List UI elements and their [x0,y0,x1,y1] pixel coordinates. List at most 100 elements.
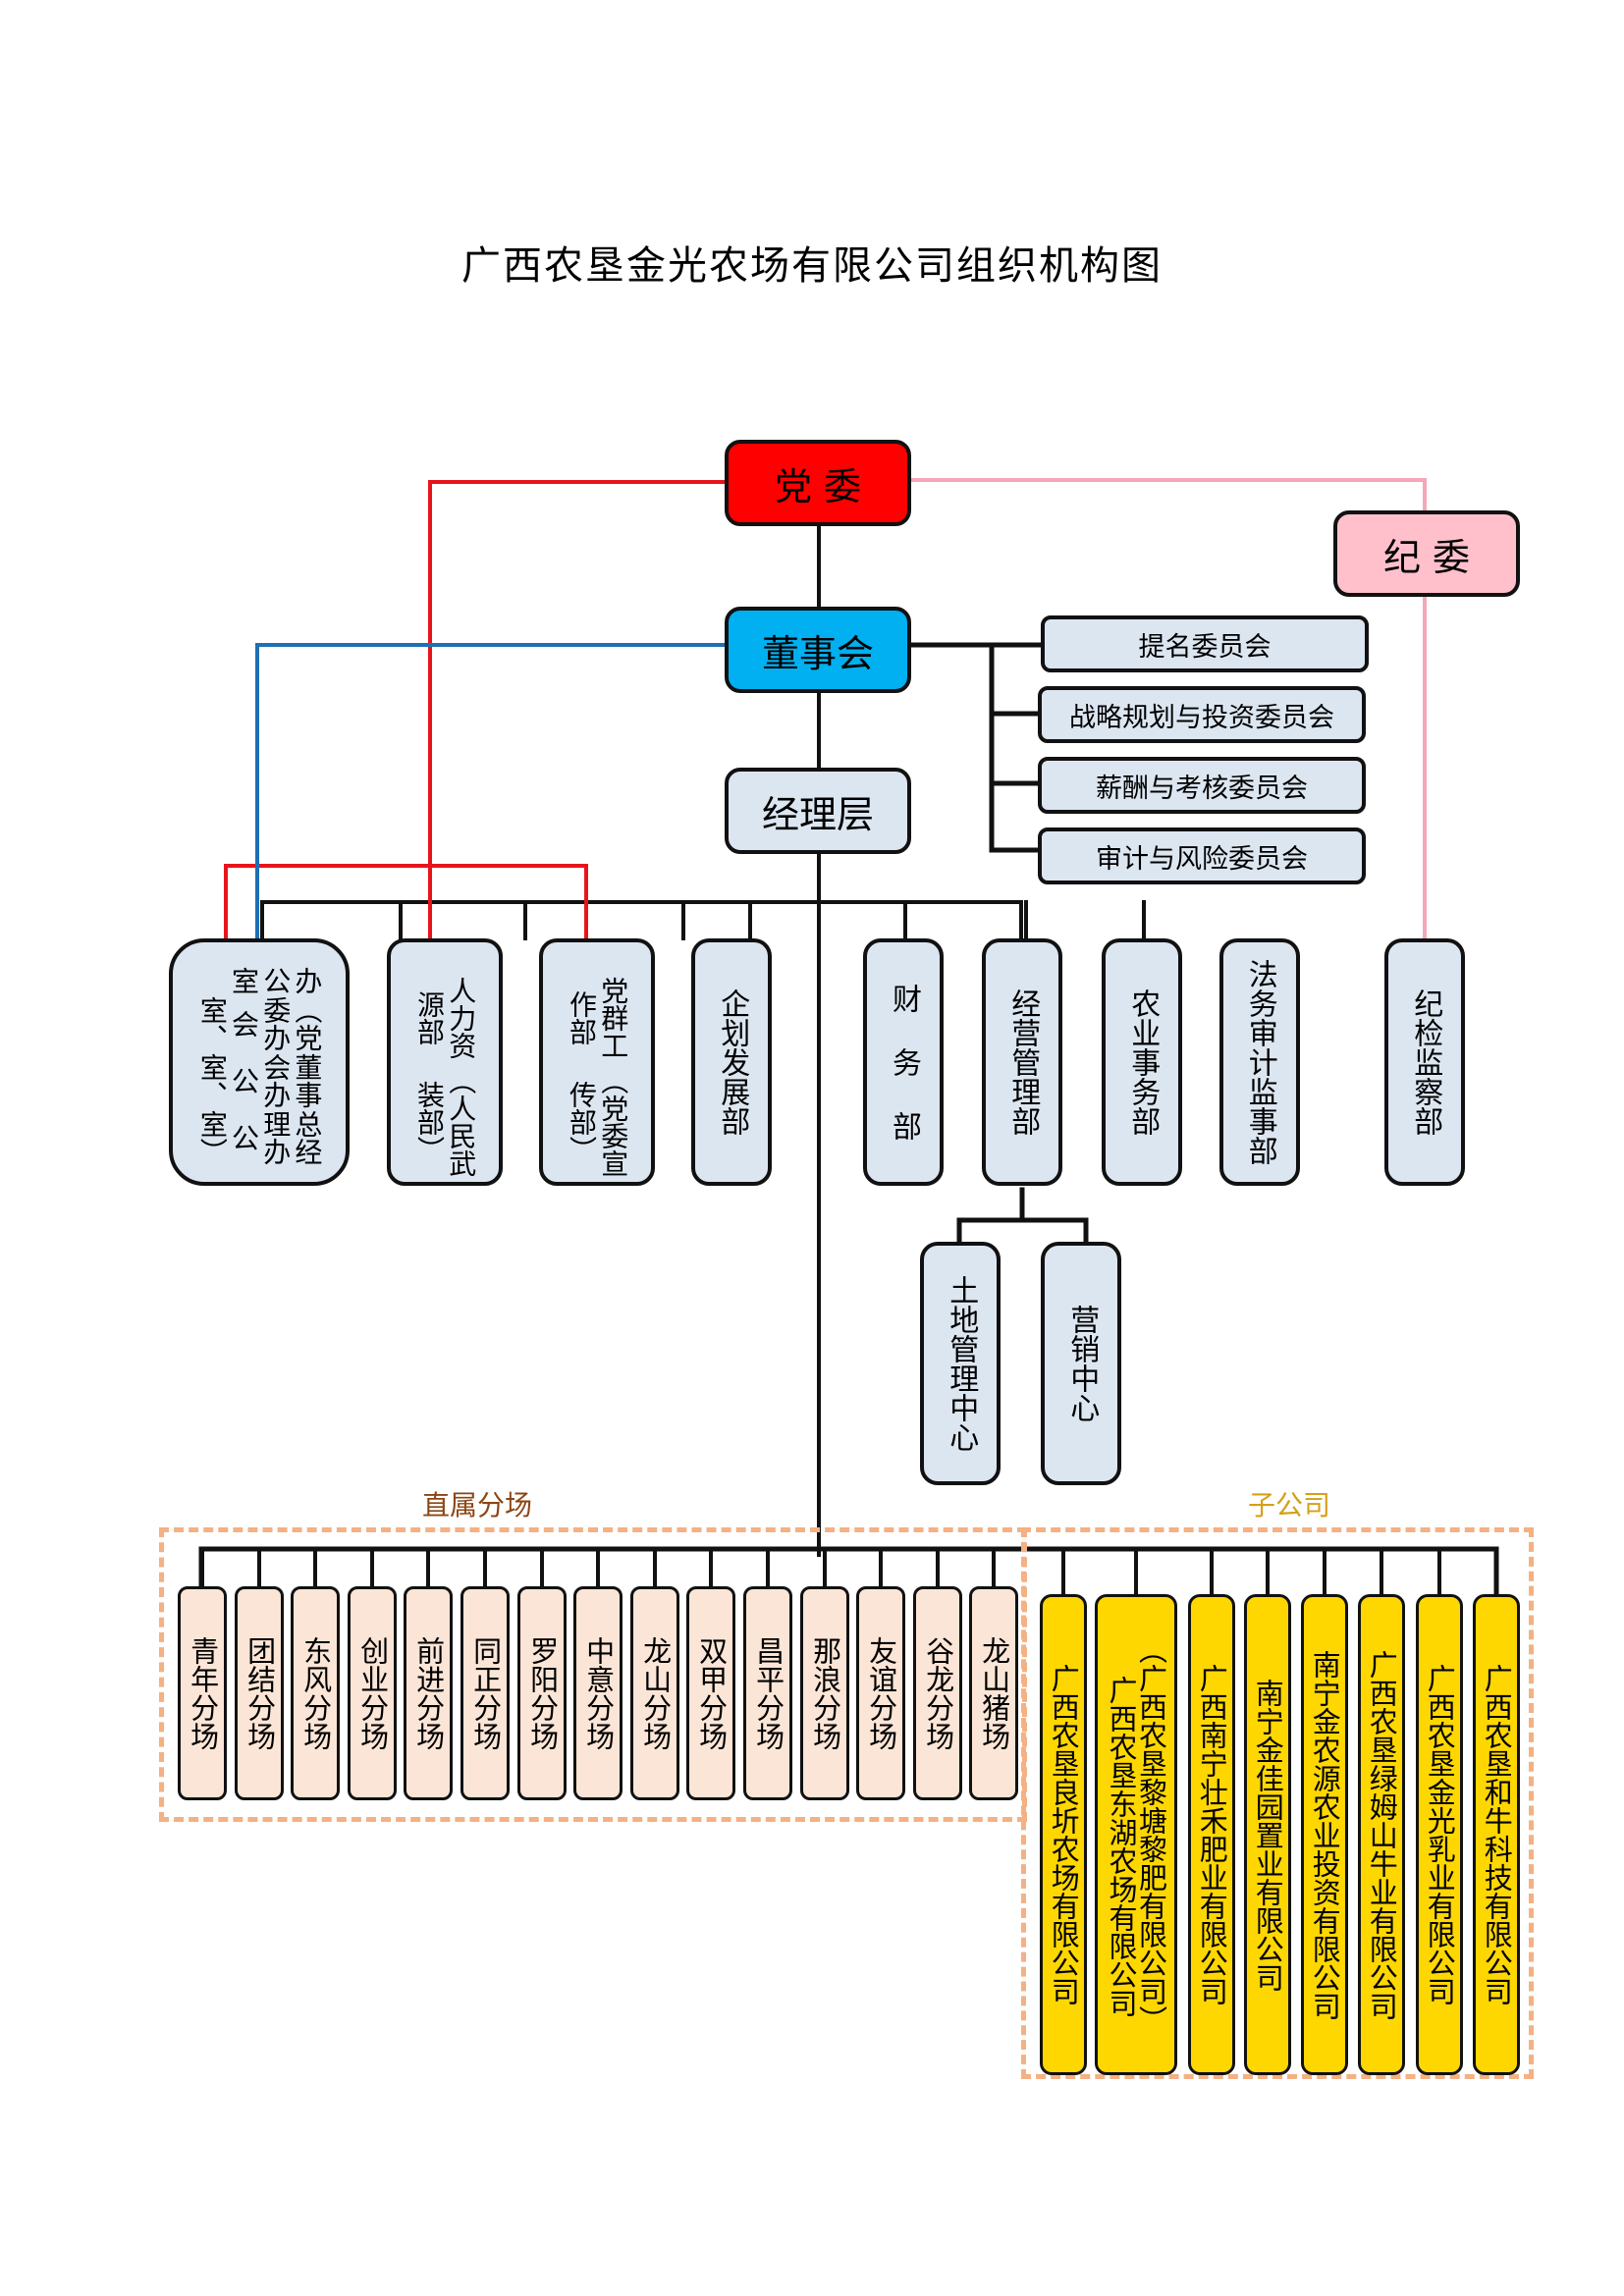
branch-farm-label: 昌平分场 [751,1636,785,1750]
subsidiary-label: 广西农垦良圻农场有限公司 [1047,1664,1081,2005]
management-box[interactable]: 经理层 [725,768,911,854]
branch-farm-label: 东风分场 [298,1636,333,1750]
dept-label: 财 务 部 [887,984,921,1141]
dept-planning[interactable]: 企划发展部 [691,938,772,1186]
branch-farm-label: 前进分场 [411,1636,446,1750]
management-label: 经理层 [761,792,874,836]
dept-line: 党群工作部 [566,977,630,1060]
subsidiary-group-label: 子公司 [1248,1489,1331,1522]
connector-centers [956,1187,1089,1250]
branch-farm-label: 中意分场 [581,1636,616,1750]
branch-farm-label: 青年分场 [186,1636,220,1750]
branch-farm-label: 谷龙分场 [921,1636,955,1750]
branch-farm-label: 龙山分场 [638,1636,673,1750]
subsidiary-box[interactable]: 广西农垦良圻农场有限公司 [1040,1594,1087,2075]
branch-farm-label: 那浪分场 [808,1636,842,1750]
dept-line: 董事会办公室、 [195,1053,324,1108]
subsidiary-label: 广西南宁壮禾肥业有限公司 [1195,1664,1229,2005]
dept-line: （党委办会室、 [195,996,324,1051]
branch-farm-box[interactable]: 那浪分场 [800,1586,849,1800]
subsidiary-box[interactable]: 南宁金佳园置业有限公司 [1244,1594,1291,2075]
committee-compensation[interactable]: 薪酬与考核委员会 [1038,757,1366,814]
branch-farm-box[interactable]: 前进分场 [404,1586,453,1800]
branch-farm-box[interactable]: 龙山猪场 [969,1586,1018,1800]
branch-farm-box[interactable]: 中意分场 [573,1586,623,1800]
branch-farm-label: 罗阳分场 [525,1636,560,1750]
dept-line: 办公室 [228,967,324,994]
branch-farm-box[interactable]: 双甲分场 [686,1586,735,1800]
branch-farm-label: 同正分场 [468,1636,503,1750]
branch-farm-box[interactable]: 团结分场 [235,1586,284,1800]
subsidiary-box[interactable]: 广西农垦绿姆山牛业有限公司 [1358,1594,1405,2075]
branch-farm-box[interactable]: 罗阳分场 [517,1586,567,1800]
connector-department-bus [260,900,1146,942]
dept-party-affairs[interactable]: （党委宣传部） 党群工作部 [539,938,655,1186]
subsidiary-box[interactable]: 广西农垦金光乳业有限公司 [1416,1594,1463,2075]
party-committee-label: 党 委 [774,464,862,508]
branch-farm-box[interactable]: 创业分场 [348,1586,397,1800]
dept-line: 总经理办公室） [195,1110,324,1165]
subsidiary-label: 广西农垦金光乳业有限公司 [1423,1664,1457,2005]
branch-farm-box[interactable]: 同正分场 [460,1586,510,1800]
subsidiary-label: 南宁金农源农业投资有限公司 [1308,1649,1342,2020]
discipline-committee-box[interactable]: 纪 委 [1333,510,1520,597]
dept-label: 农业事务部 [1125,988,1161,1136]
dept-line: 人力资源部 [413,977,478,1060]
branch-group-label: 直属分场 [422,1489,533,1522]
branch-farm-box[interactable]: 龙山分场 [630,1586,679,1800]
committee-audit-risk[interactable]: 审计与风险委员会 [1038,828,1366,884]
committee-label: 审计与风险委员会 [1096,843,1308,875]
connector-committees [908,642,1046,853]
chart-title: 广西农垦金光农场有限公司组织机构图 [461,243,1163,289]
committee-label: 提名委员会 [1138,631,1272,663]
center-land-management[interactable]: 土地管理中心 [920,1242,1001,1485]
branch-farm-box[interactable]: 昌平分场 [743,1586,792,1800]
subsidiary-box[interactable]: 南宁金农源农业投资有限公司 [1301,1594,1348,2075]
branch-farm-label: 创业分场 [355,1636,390,1750]
branch-farm-label: 龙山猪场 [977,1636,1011,1750]
dept-human-resources[interactable]: （人民武装部） 人力资源部 [387,938,503,1186]
dept-finance[interactable]: 财 务 部 [863,938,944,1186]
subsidiary-box[interactable]: 广西农垦和牛科技有限公司 [1473,1594,1520,2075]
subsidiary-label: （广西农垦黎塘黎肥有限公司） [1134,1635,1168,2034]
dept-agriculture[interactable]: 农业事务部 [1102,938,1182,1186]
subsidiary-group-frame [1021,1527,1534,2079]
subsidiary-label: 广西农垦东湖农场有限公司 [1105,1676,1138,2017]
branch-farm-box[interactable]: 友谊分场 [856,1586,905,1800]
center-marketing[interactable]: 营销中心 [1041,1242,1121,1485]
subsidiary-label: 广西农垦和牛科技有限公司 [1480,1664,1514,2005]
dept-label: 纪检监察部 [1408,988,1443,1136]
branch-farm-box[interactable]: 东风分场 [291,1586,340,1800]
committee-label: 薪酬与考核委员会 [1096,773,1308,804]
center-label: 土地管理中心 [944,1275,979,1452]
dept-general-office[interactable]: 总经理办公室） 董事会办公室、 （党委办会室、 办公室 [169,938,350,1186]
committee-strategy[interactable]: 战略规划与投资委员会 [1038,686,1366,743]
connector-party-red [224,480,727,940]
branch-farm-box[interactable]: 青年分场 [178,1586,227,1800]
party-committee-box[interactable]: 党 委 [725,440,911,526]
board-label: 董事会 [761,631,874,675]
subsidiary-box[interactable]: 广西南宁壮禾肥业有限公司 [1188,1594,1235,2075]
dept-legal-audit[interactable]: 法务审计监事部 [1219,938,1300,1186]
dept-discipline-inspection[interactable]: 纪检监察部 [1384,938,1465,1186]
branch-farm-label: 友谊分场 [864,1636,898,1750]
subsidiary-box[interactable]: （广西农垦黎塘黎肥有限公司）广西农垦东湖农场有限公司 [1095,1594,1177,2075]
discipline-committee-label: 纪 委 [1382,535,1471,579]
dept-line: （人民武装部） [413,1067,478,1178]
branch-farm-box[interactable]: 谷龙分场 [913,1586,962,1800]
branch-farm-label: 团结分场 [243,1636,277,1750]
connector-board-blue [255,643,727,940]
subsidiary-label: 南宁金佳园置业有限公司 [1251,1678,1285,1992]
dept-label: 经营管理部 [1005,988,1041,1136]
subsidiary-label: 广西农垦绿姆山牛业有限公司 [1365,1649,1399,2020]
dept-label: 企划发展部 [715,988,750,1136]
board-box[interactable]: 董事会 [725,607,911,693]
committee-label: 战略规划与投资委员会 [1069,702,1334,733]
center-label: 营销中心 [1064,1305,1100,1422]
dept-label: 法务审计监事部 [1242,959,1277,1165]
dept-business-management[interactable]: 经营管理部 [982,938,1062,1186]
committee-nomination[interactable]: 提名委员会 [1041,615,1369,672]
connector-discipline-pink [909,478,1427,944]
dept-line: （党委宣传部） [566,1067,630,1178]
